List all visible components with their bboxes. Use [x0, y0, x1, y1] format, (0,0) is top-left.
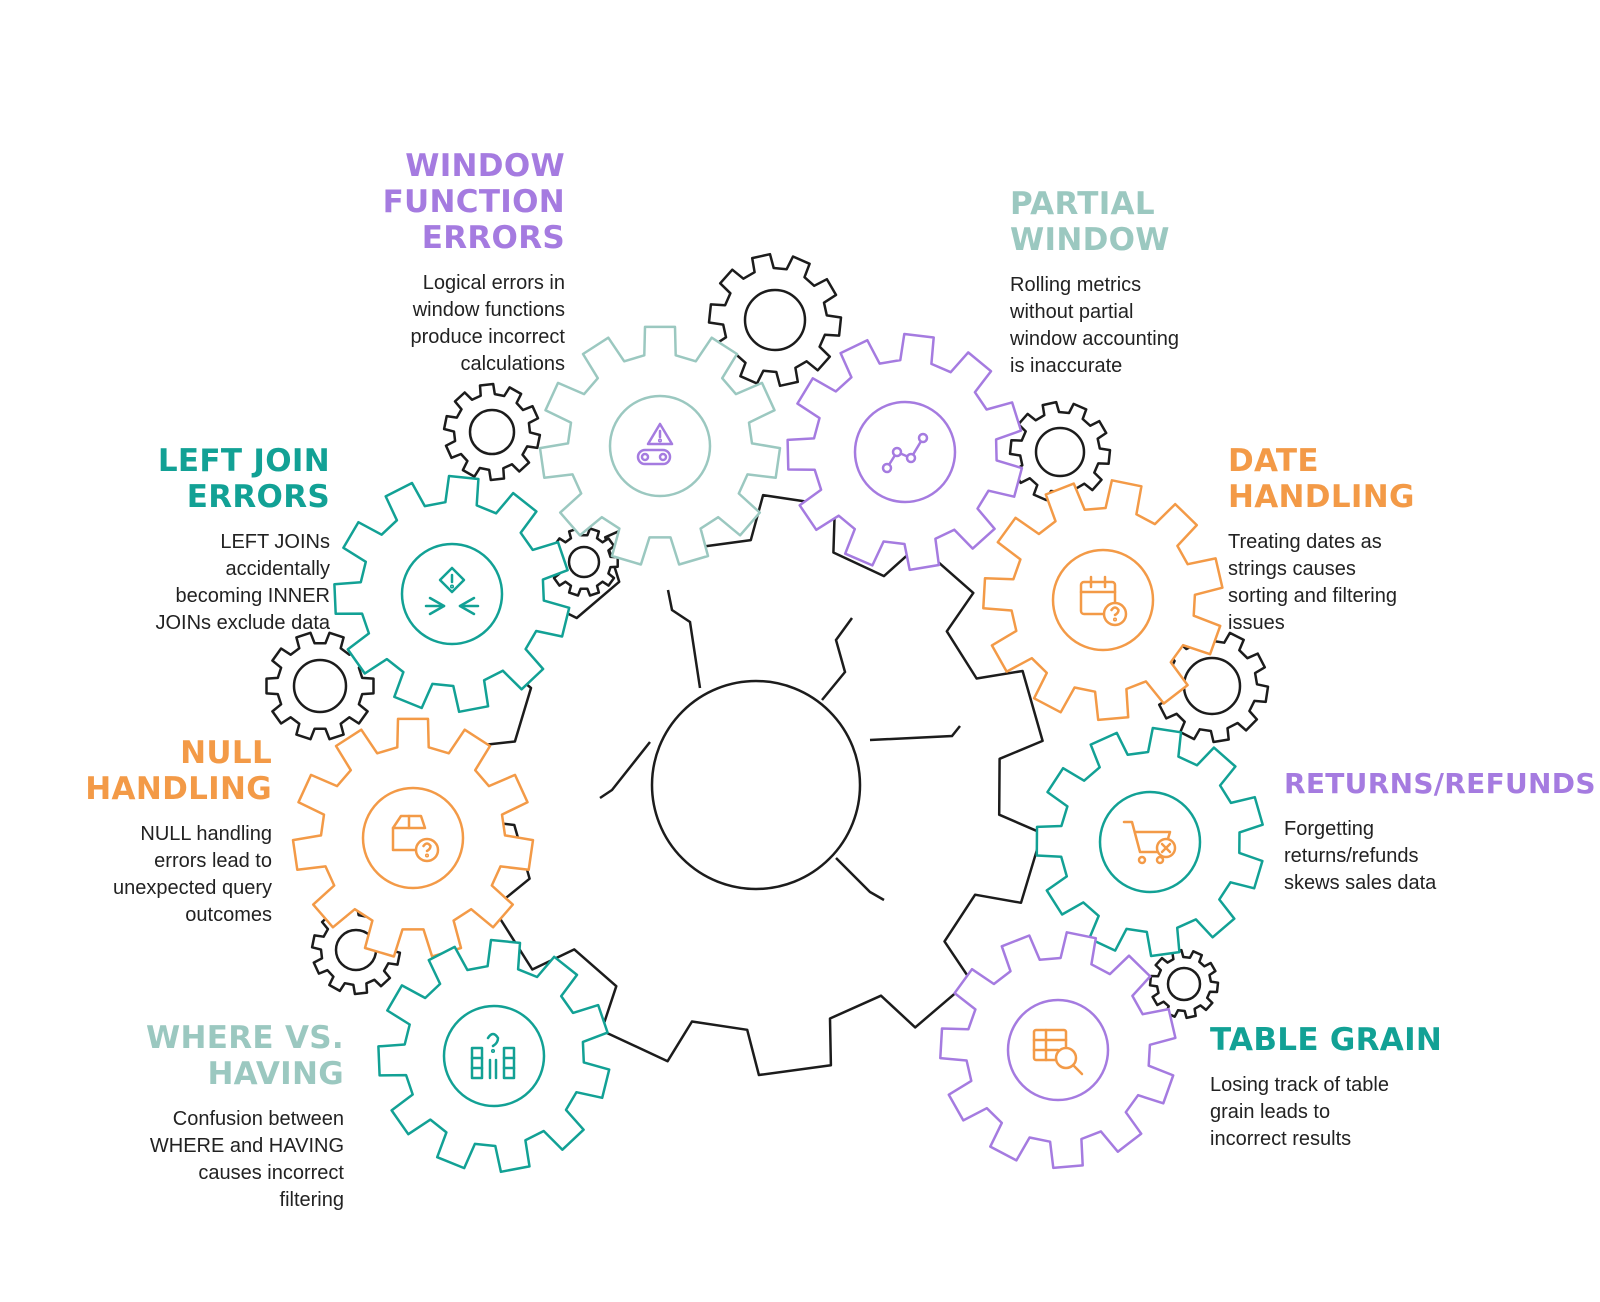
gear-window-function-errors-hub [608, 394, 712, 498]
small-gear-lower-right-hub [1166, 966, 1202, 1002]
central-gear-hub [650, 679, 862, 891]
calendar-question-icon [1079, 575, 1128, 627]
small-gear-mid-left [265, 631, 375, 741]
crack-line [869, 725, 961, 742]
gear-null-handling [291, 717, 535, 958]
title-partial-window: PARTIAL WINDOW [1010, 186, 1170, 258]
table-search-icon [1032, 1028, 1084, 1076]
desc-where-vs-having: Confusion between WHERE and HAVING cause… [149, 1108, 344, 1211]
label-partial-window: PARTIAL WINDOW Rolling metrics without p… [1010, 186, 1290, 380]
small-gear-upper-right-hub [1034, 426, 1086, 478]
label-table-grain: TABLE GRAIN Losing track of table grain … [1210, 1022, 1490, 1153]
box-question-icon [391, 814, 440, 863]
conveyor-warning-icon [636, 422, 674, 466]
desc-left-join-errors: LEFT JOINs accidentally becoming INNER J… [155, 531, 330, 634]
small-gear-upper-left-hub [468, 408, 516, 456]
desc-window-function-errors: Logical errors in window functions produ… [410, 272, 565, 375]
title-returns-refunds: RETURNS/REFUNDS [1284, 767, 1596, 800]
small-gear-mid-left-hub [292, 658, 348, 714]
gear-date-handling-hub [1051, 548, 1155, 652]
label-returns-refunds: RETURNS/REFUNDS Forgetting returns/refun… [1284, 766, 1596, 897]
columns-question-icon [470, 1032, 516, 1080]
crack-line [666, 589, 702, 689]
desc-null-handling: NULL handling errors lead to unexpected … [112, 823, 272, 926]
gear-left-join-errors [333, 474, 571, 714]
desc-date-handling: Treating dates as strings causes sorting… [1228, 531, 1397, 634]
central-gear [466, 493, 1044, 1077]
small-gear-lower-right [1148, 948, 1220, 1020]
label-where-vs-having: WHERE VS. HAVING Confusion between WHERE… [64, 1020, 344, 1214]
gear-returns-refunds-hub [1098, 790, 1202, 894]
title-null-handling: NULL HANDLING [85, 735, 272, 807]
desc-returns-refunds: Forgetting returns/refunds skews sales d… [1284, 818, 1437, 894]
gear-partial-window [786, 332, 1024, 572]
label-null-handling: NULL HANDLING NULL handling errors lead … [0, 735, 272, 929]
small-gear-mid-right-hub [1182, 656, 1242, 716]
crack-line [835, 857, 885, 902]
title-left-join-errors: LEFT JOIN ERRORS [157, 443, 330, 515]
title-where-vs-having: WHERE VS. HAVING [146, 1020, 344, 1092]
desc-partial-window: Rolling metrics without partial window a… [1010, 274, 1179, 377]
crack-line [599, 741, 651, 800]
line-chart-icon [881, 432, 929, 474]
gear-left-join-errors-hub [400, 542, 504, 646]
merge-warning-icon [424, 566, 480, 616]
title-window-function-errors: WINDOW FUNCTION ERRORS [382, 148, 565, 256]
title-table-grain: TABLE GRAIN [1210, 1022, 1443, 1058]
small-gear-upper-right [1008, 400, 1112, 504]
gear-date-handling [982, 479, 1224, 722]
small-gear-tiny-center-hub [567, 545, 601, 579]
crack-line [821, 617, 854, 701]
gear-null-handling-hub [361, 786, 465, 890]
desc-table-grain: Losing track of table grain leads to inc… [1210, 1074, 1389, 1150]
small-gear-top [707, 252, 843, 388]
label-date-handling: DATE HANDLING Treating dates as strings … [1228, 443, 1508, 637]
gear-window-function-errors [538, 325, 782, 566]
label-window-function-errors: WINDOW FUNCTION ERRORS Logical errors in… [285, 148, 565, 378]
gear-where-vs-having [377, 938, 611, 1174]
gear-where-vs-having-hub [442, 1004, 546, 1108]
cart-cancel-icon [1122, 820, 1177, 865]
small-gear-tiny-center [549, 527, 619, 597]
small-gear-top-hub [743, 288, 807, 352]
gear-returns-refunds [1035, 726, 1264, 958]
gear-partial-window-hub [853, 400, 957, 504]
small-gear-upper-left [442, 382, 542, 482]
title-date-handling: DATE HANDLING [1228, 443, 1415, 515]
label-left-join-errors: LEFT JOIN ERRORS LEFT JOINs accidentally… [50, 443, 330, 637]
